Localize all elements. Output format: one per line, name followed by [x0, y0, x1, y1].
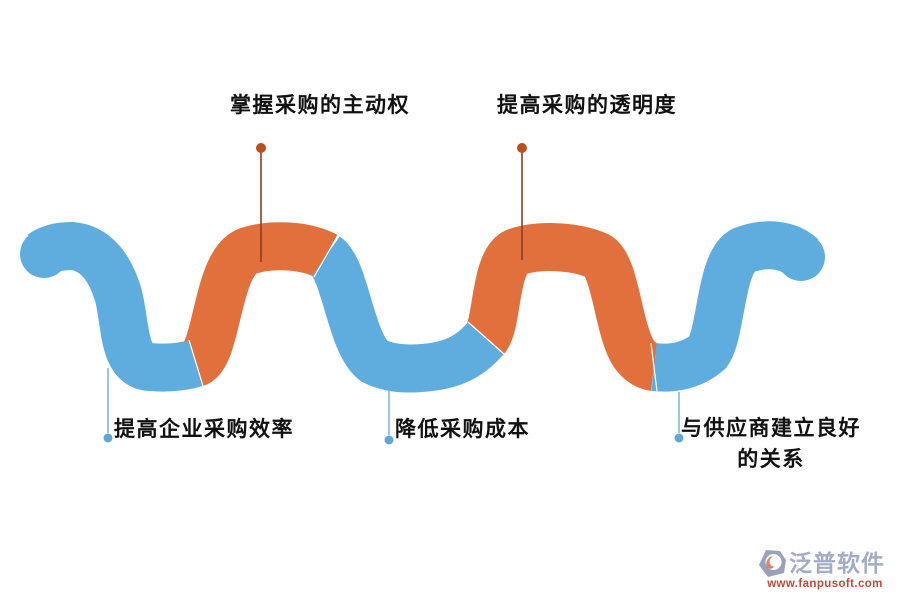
- ribbon-seam-2: [313, 234, 339, 278]
- ribbon-segment-orange-2: [465, 223, 659, 391]
- benefit-label-master-initiative: 掌握采购的主动权: [230, 94, 410, 117]
- ribbon-segment-orange-1: [180, 222, 338, 386]
- benefit-label-supplier-relationship: 与供应商建立良好的关系: [681, 417, 861, 471]
- fanpu-logo-icon: [759, 550, 786, 577]
- ribbon-segment-blue-1: [27, 221, 204, 392]
- ribbon-seam-1: [188, 339, 204, 387]
- benefit-label-efficiency: 提高企业采购效率: [114, 418, 294, 441]
- leader-dot-bottom-2: [384, 435, 394, 445]
- brand-watermark: 泛普软件 www.fanpusoft.com: [758, 549, 892, 590]
- benefit-label-reduce-cost: 降低采购成本: [395, 418, 530, 441]
- logo-white-core: [769, 557, 779, 567]
- ribbon-seam-4: [650, 342, 658, 392]
- leader-dot-bottom-3: [674, 433, 684, 443]
- brand-name: 泛普软件: [789, 550, 885, 576]
- benefit-label-transparency: 提高采购的透明度: [497, 94, 677, 117]
- brand-url: www.fanpusoft.com: [767, 578, 883, 590]
- leader-dot-top-1: [256, 143, 266, 153]
- ribbon-segment-blue-3: [651, 221, 819, 392]
- leader-dot-bottom-1: [103, 433, 113, 443]
- leader-dot-top-2: [517, 143, 527, 153]
- ribbon-seam-3: [467, 321, 505, 355]
- ribbon-segment-blue-2: [309, 236, 505, 393]
